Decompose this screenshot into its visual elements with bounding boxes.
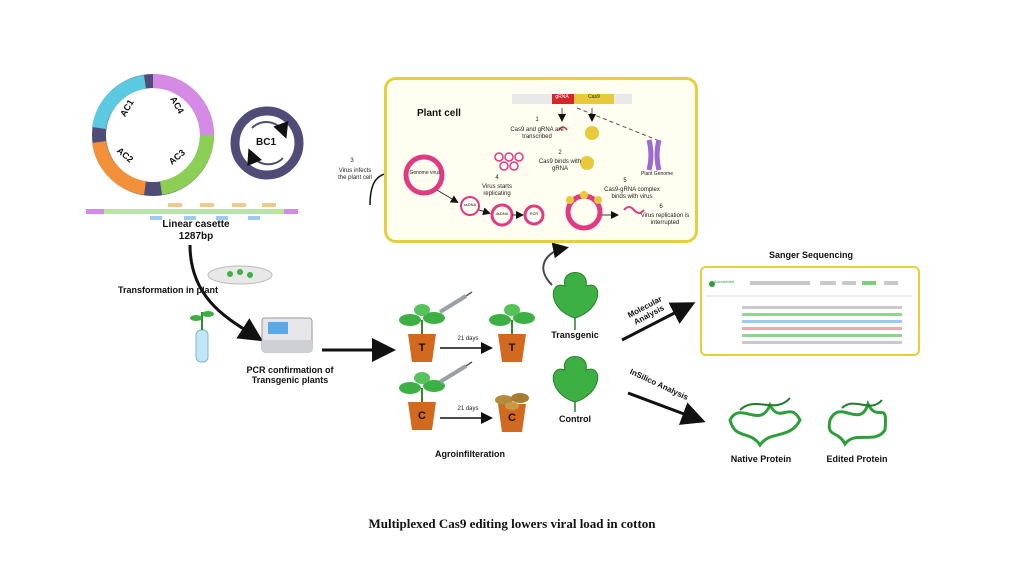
plant-cell-svg: [403, 94, 662, 231]
pot-c1-plant: [399, 372, 445, 430]
step5-text: Cas9-gRNA complex binds with virus: [604, 187, 660, 200]
plant-cell-panel: Plant cell gRNA Cas9 1 Cas9 and gRNA are…: [384, 77, 698, 243]
sanger-sequencing-panel: Succeeded: [700, 266, 920, 356]
genome-virus-label: Genome virus: [409, 170, 441, 176]
edited-protein-structure: [827, 399, 888, 447]
plant-genome-label: Plant Genome: [641, 171, 673, 177]
petri-dish: [207, 265, 273, 285]
figure-caption: Multiplexed Cas9 editing lowers viral lo…: [368, 516, 656, 531]
transgenic-leaf: [552, 272, 599, 330]
pcr-machine: [261, 317, 313, 353]
label-transgenic: Transgenic: [551, 330, 599, 340]
linear-cassette-bar: [86, 203, 298, 220]
pot-t1-plant: [399, 304, 445, 362]
test-tube-seedling: [190, 311, 214, 363]
arrow-molecular: [621, 302, 696, 342]
step3-number: 3: [350, 158, 354, 164]
label-control: Control: [559, 414, 591, 424]
step-agro: Agroinfilteration: [435, 449, 505, 459]
grna-gene-label: gRNA: [555, 94, 569, 100]
pot-label-t2: T: [508, 342, 516, 354]
step6-number: 6: [659, 204, 663, 210]
syringe-icon: [438, 291, 473, 314]
step4-text: Virus starts replicating: [482, 184, 512, 197]
cas9-gene-label: Cas9: [588, 94, 600, 100]
pot-label-c1: C: [418, 410, 426, 422]
genome-virus-circle: [403, 154, 445, 196]
step2-number: 2: [558, 150, 562, 156]
plasmid-ring: [92, 74, 214, 196]
step4-number: 4: [495, 175, 499, 181]
native-protein-structure: [728, 397, 802, 448]
bc1-ring: [230, 106, 304, 180]
alignment-rows: [742, 306, 902, 344]
segment-ac1: [92, 75, 147, 130]
ssdna-label: ssDNA: [463, 202, 477, 207]
edited-protein-label: Edited Protein: [826, 454, 888, 464]
arrow-insilico: [627, 391, 706, 425]
label-bc1: BC1: [256, 137, 277, 148]
step6-text: Virus replication is interrupted: [640, 213, 690, 226]
syringe-icon: [438, 361, 473, 384]
step1-text: Cas9 and gRNA are transcribed: [510, 127, 564, 140]
pot-label-c2: C: [508, 412, 516, 424]
rcr-label: RCR: [529, 211, 539, 216]
step3-text: Virus infects the plant cell: [338, 168, 372, 181]
dsdna-label: dsDNA: [495, 211, 509, 216]
days-label-c: 21 days: [457, 406, 479, 412]
plant-cell-title: Plant cell: [417, 108, 461, 119]
segment-ac2: [92, 140, 147, 195]
arrow-up-cell: [542, 242, 569, 286]
segment-ac4: [152, 74, 214, 136]
step-transformation: Transformation in plant: [118, 285, 219, 295]
days-label-t: 21 days: [457, 336, 479, 342]
step-pcr: PCR confirmation of Transgenic plants: [246, 365, 334, 386]
arrow-to-pcr: [188, 244, 264, 342]
sanger-svg: [706, 281, 912, 344]
pot-t2-plant: [489, 304, 535, 362]
sanger-status: Succeeded: [714, 279, 735, 284]
step2-text: Cas9 binds with gRNA: [538, 159, 582, 172]
control-leaf: [552, 356, 599, 412]
pot-label-t1: T: [418, 342, 426, 354]
cassette-size: 1287bp: [178, 231, 214, 242]
sanger-title: Sanger Sequencing: [768, 250, 854, 260]
virus-replication-cluster: [494, 152, 524, 171]
step1-number: 1: [535, 117, 539, 123]
native-protein-label: Native Protein: [730, 454, 792, 464]
interrupted-virus-icon: [623, 206, 645, 214]
pot-c2-wilted-plant: [495, 393, 529, 432]
segment-ac3: [159, 134, 214, 195]
step5-number: 5: [623, 178, 627, 184]
plant-genome-icon: [646, 139, 662, 171]
cassette-title: Linear casette: [162, 219, 230, 230]
